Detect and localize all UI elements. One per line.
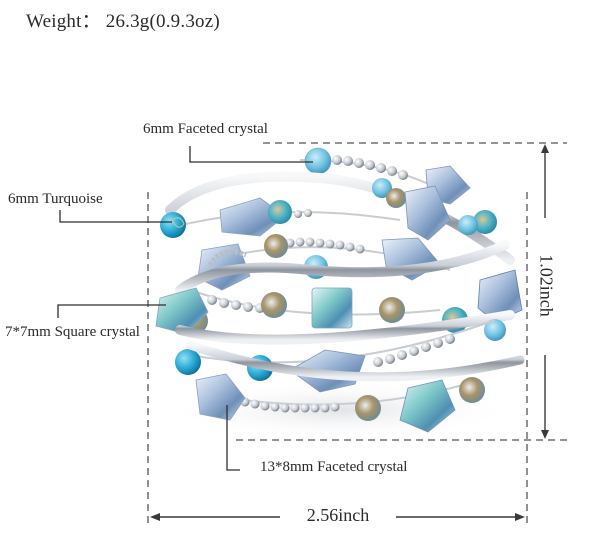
width-dimension-label: 2.56inch [288,505,388,526]
leader-square-crystal [57,304,166,318]
leader-faceted-13x8 [226,405,240,471]
weight-spec: Weight： 26.3g(0.9.3oz) [26,11,220,32]
callout-square-crystal: 7*7mm Square crystal [5,324,140,340]
callout-faceted-13x8: 13*8mm Faceted crystal [260,459,408,475]
height-dimension-label: 1.02inch [535,245,557,326]
callout-turquoise-6mm: 6mm Turquoise [8,191,103,207]
callout-faceted-6mm: 6mm Faceted crystal [143,121,268,137]
leader-turquoise [59,210,172,223]
bracelet-image [155,147,525,440]
leader-faceted-6mm [189,146,313,163]
